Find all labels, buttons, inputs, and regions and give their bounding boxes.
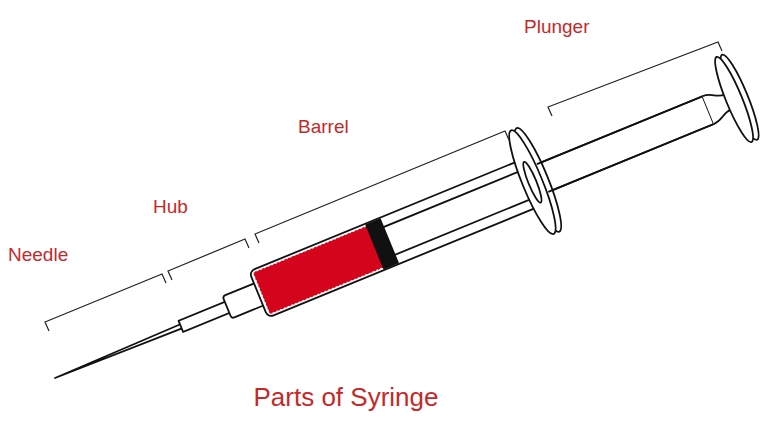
rod-patch bbox=[537, 163, 551, 192]
needle-shape bbox=[54, 324, 182, 380]
hub-neck bbox=[179, 301, 232, 332]
barrel-flange bbox=[502, 127, 563, 238]
hub-bracket bbox=[168, 239, 249, 280]
plunger-bracket bbox=[548, 42, 722, 116]
brackets bbox=[45, 42, 722, 331]
rod-edge bbox=[537, 96, 703, 164]
syringe bbox=[34, 42, 761, 423]
needle-bracket bbox=[45, 274, 166, 331]
fluid bbox=[253, 226, 385, 315]
thumb-press bbox=[709, 54, 759, 145]
plunger-rod bbox=[383, 96, 714, 255]
barrel-label: Barrel bbox=[298, 116, 349, 139]
rod-edge bbox=[548, 124, 714, 192]
caption: Parts of Syringe bbox=[254, 382, 439, 413]
hub-label: Hub bbox=[153, 196, 188, 219]
plunger-label: Plunger bbox=[524, 16, 590, 39]
needle-label: Needle bbox=[8, 244, 68, 267]
barrel-bracket bbox=[255, 131, 509, 243]
